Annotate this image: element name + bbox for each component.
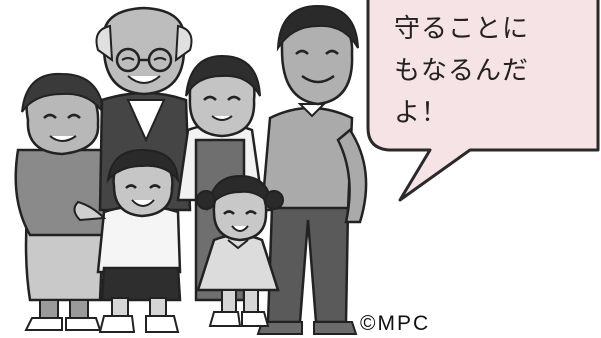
boy-figure bbox=[73, 148, 182, 333]
copyright-notice: ©MPC bbox=[360, 312, 431, 335]
grandmother-figure bbox=[14, 72, 115, 331]
younger-girl-figure bbox=[196, 174, 284, 327]
speech-bubble-text: 守ることに もなるんだ よ！ bbox=[394, 8, 584, 134]
speech-line-3: よ！ bbox=[394, 98, 449, 128]
speech-line-2: もなるんだ bbox=[394, 56, 530, 86]
speech-line-1: 守ることに bbox=[394, 14, 530, 44]
speech-bubble bbox=[366, 0, 600, 202]
father-figure bbox=[256, 4, 368, 335]
